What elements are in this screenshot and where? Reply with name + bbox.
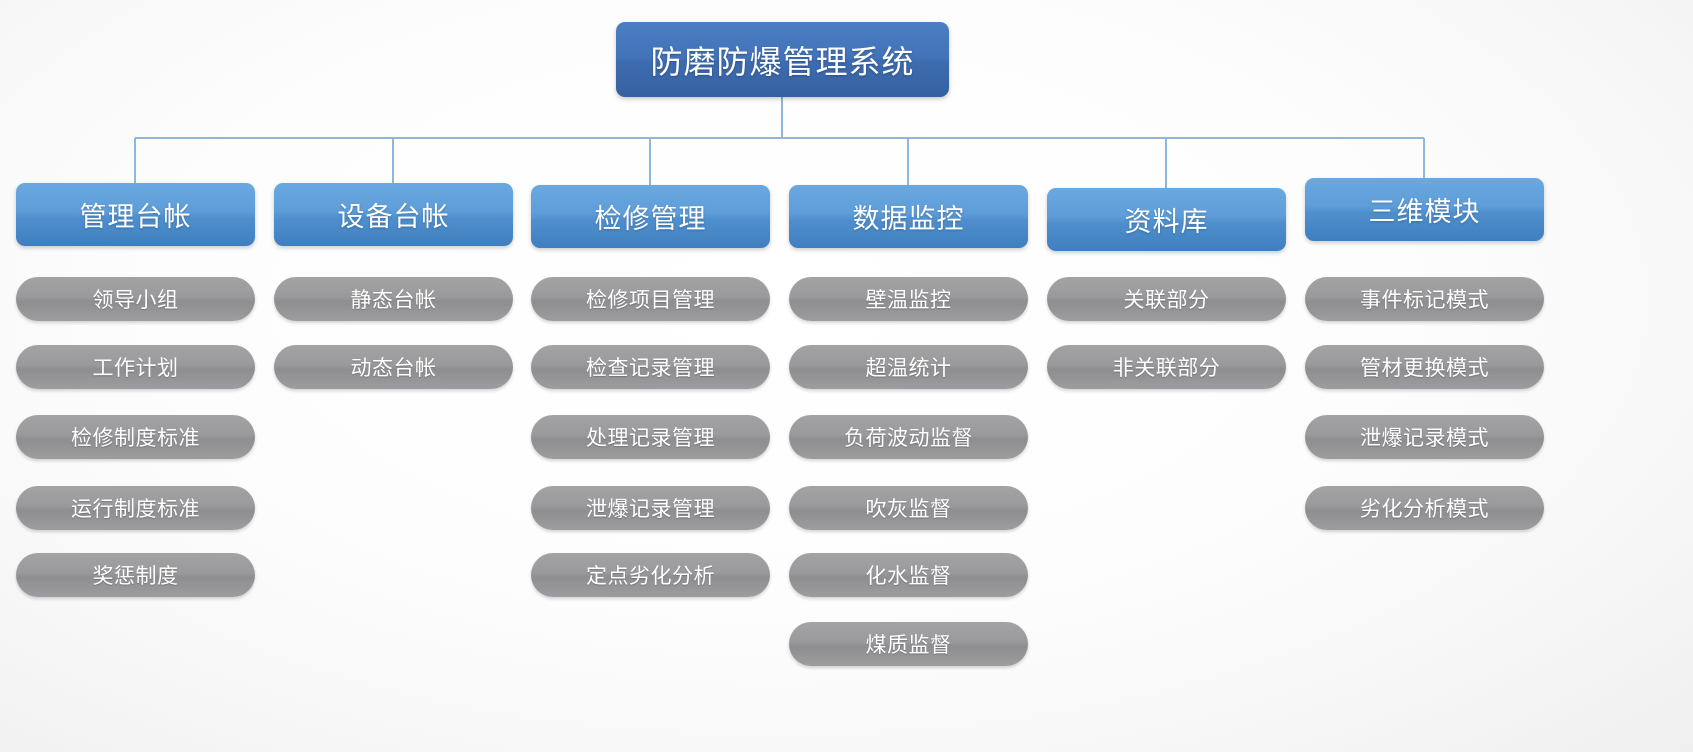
leaf-node-fixed-point-degradation-analysis[interactable]: 定点劣化分析 <box>531 553 770 597</box>
leaf-node-explosion-venting-record-mode[interactable]: 泄爆记录模式 <box>1305 415 1544 459</box>
leaf-node-maintenance-project-management[interactable]: 检修项目管理 <box>531 277 770 321</box>
leaf-node-degradation-analysis-mode[interactable]: 劣化分析模式 <box>1305 486 1544 530</box>
leaf-node-event-marking-mode[interactable]: 事件标记模式 <box>1305 277 1544 321</box>
leaf-node-wall-temperature-monitoring[interactable]: 壁温监控 <box>789 277 1028 321</box>
leaf-node-inspection-record-management[interactable]: 检查记录管理 <box>531 345 770 389</box>
leaf-node-processing-record-management[interactable]: 处理记录管理 <box>531 415 770 459</box>
leaf-node-water-chemistry-supervision[interactable]: 化水监督 <box>789 553 1028 597</box>
leaf-node-pipe-replacement-mode[interactable]: 管材更换模式 <box>1305 345 1544 389</box>
branch-node-three-d-module[interactable]: 三维模块 <box>1305 178 1544 241</box>
root-node-management-system[interactable]: 防磨防爆管理系统 <box>616 22 949 97</box>
branch-node-maintenance-management[interactable]: 检修管理 <box>531 185 770 248</box>
leaf-node-operation-standard[interactable]: 运行制度标准 <box>16 486 255 530</box>
branch-node-management-ledger[interactable]: 管理台帐 <box>16 183 255 246</box>
leaf-node-load-fluctuation-supervision[interactable]: 负荷波动监督 <box>789 415 1028 459</box>
leaf-node-static-ledger[interactable]: 静态台帐 <box>274 277 513 321</box>
leaf-node-maintenance-standard[interactable]: 检修制度标准 <box>16 415 255 459</box>
leaf-node-reward-punishment-system[interactable]: 奖惩制度 <box>16 553 255 597</box>
branch-node-equipment-ledger[interactable]: 设备台帐 <box>274 183 513 246</box>
leaf-node-dynamic-ledger[interactable]: 动态台帐 <box>274 345 513 389</box>
leaf-node-leadership-group[interactable]: 领导小组 <box>16 277 255 321</box>
branch-node-data-library[interactable]: 资料库 <box>1047 188 1286 251</box>
leaf-node-soot-blowing-supervision[interactable]: 吹灰监督 <box>789 486 1028 530</box>
leaf-node-overtemperature-statistics[interactable]: 超温统计 <box>789 345 1028 389</box>
leaf-node-coal-quality-supervision[interactable]: 煤质监督 <box>789 622 1028 666</box>
leaf-node-explosion-venting-record-management[interactable]: 泄爆记录管理 <box>531 486 770 530</box>
branch-node-data-monitoring[interactable]: 数据监控 <box>789 185 1028 248</box>
leaf-node-related-part[interactable]: 关联部分 <box>1047 277 1286 321</box>
leaf-node-unrelated-part[interactable]: 非关联部分 <box>1047 345 1286 389</box>
leaf-node-work-plan[interactable]: 工作计划 <box>16 345 255 389</box>
